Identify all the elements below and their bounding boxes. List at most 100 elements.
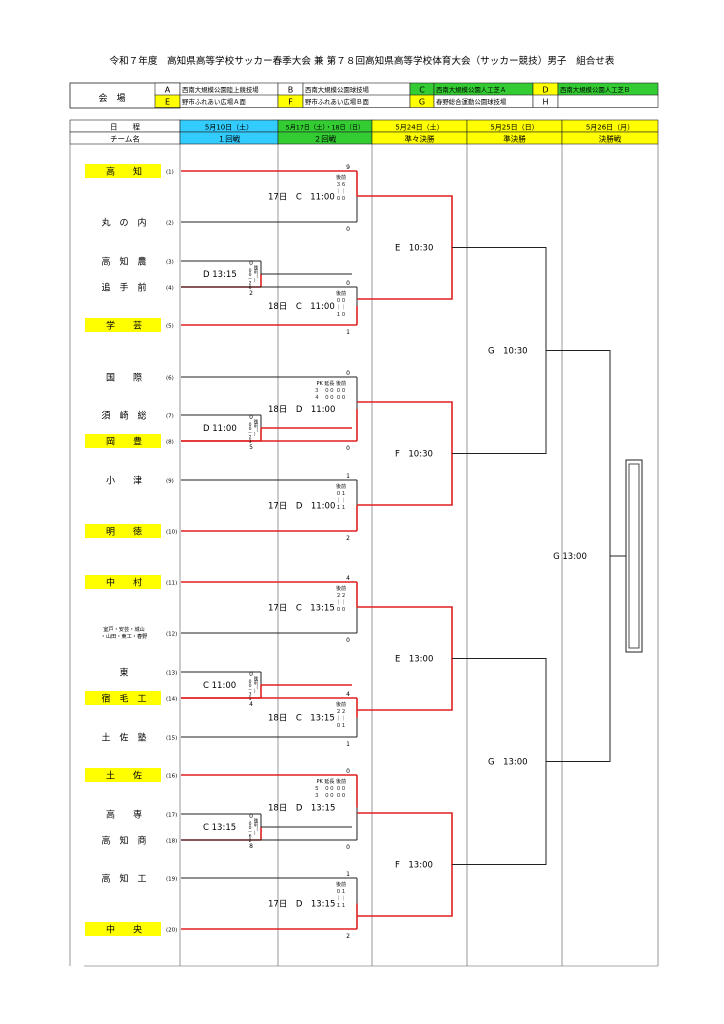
team-name: 学 芸 [106,320,142,332]
r2-detail: 後前 [336,290,346,297]
round-date: 5月10日（土） [205,123,253,132]
round-name: ２回戦 [314,134,337,144]
r1-match-label: D 11:00 [203,424,237,434]
r1-detail: 0 [249,683,252,689]
team-name: 宿 毛 工 [101,693,146,705]
team-name: 中 央 [106,924,142,936]
seed-highlight [85,434,161,448]
r2-detail: ００ [336,196,346,202]
team-name-line: 室戸・安芸・城山 [103,625,145,633]
team-name: 土 佐 塾 [101,732,146,744]
team-name: 高 知 農 [101,256,146,268]
team-name: 高 知 工 [101,873,146,885]
r2-detail: ｜｜ [336,896,346,902]
r2-score: 1 [346,473,350,480]
r1-detail: （ [254,826,259,832]
r2-match-label: 17日 D 11:00 [268,502,335,512]
r1-detail: 前 [254,268,259,275]
seed-highlight [85,164,161,178]
r1-score: 8 [249,843,253,850]
team-name: 国 際 [106,372,142,384]
r1-score: 0 [249,813,253,820]
team-number: (20) [166,928,177,934]
venue-name: 西南大規模公園陸上競技場 [182,85,259,94]
team-number: (7) [166,414,174,420]
r1-detail: （ [254,427,259,433]
r1-detail: － [248,830,253,835]
r2-match-label: 18日 D 13:15 [268,804,335,814]
r1-score: 0 [249,671,253,678]
trophy-inner [628,463,640,649]
r1-detail: 3 [249,439,252,445]
r2-score: 0 [346,370,350,377]
r2-score: 9 [346,164,350,171]
r2-score: 1 [346,329,350,336]
r2-detail: 後前 [336,483,346,490]
schedule-label: 日 程 [110,123,140,132]
r1-detail: （ [254,273,259,279]
r2-match-label: 18日 C 11:00 [268,302,335,312]
venue-code: D [542,86,548,95]
venue-name: 西南大規模公園球技場 [305,85,370,94]
seed-highlight [85,768,161,782]
venue-code: E [165,98,170,107]
r1-detail: 後 [254,418,259,425]
r1-score: 5 [249,444,253,451]
sf-match-label: G 10:30 [488,347,528,357]
r2-score: 1 [346,741,350,748]
page-title: 令和７年度 高知県高等学校サッカー春季大会 兼 第７８回高知県高等学校体育大会（… [110,55,615,67]
seed-highlight [85,922,161,936]
team-number: (12) [166,632,177,638]
r1-detail: 0 [249,272,252,278]
team-number: (2) [166,221,174,227]
r1-detail: 0 [249,679,252,685]
r2-detail: ３６ [336,182,346,188]
r1-score: 2 [249,290,253,297]
team-name: 高 知 商 [101,835,146,847]
r1-detail: 後 [254,675,259,682]
r2-detail: ３ ００ ００ [314,388,346,394]
r2-score: 2 [346,933,350,940]
r1-detail: 3 [249,692,252,698]
venue-code: C [419,86,425,95]
team-number: (15) [166,736,177,742]
r2-match-label: 17日 C 11:00 [268,193,335,203]
r2-detail: １０ [336,312,346,318]
r2-detail: 後前 [336,585,346,592]
team-number: (19) [166,877,177,883]
team-name: 追 手 前 [101,282,146,294]
r2-detail: ｜｜ [336,716,346,722]
team-name: 東 [119,667,128,679]
r1-detail: ） [254,689,259,695]
r1-detail: 1 [249,696,252,702]
r2-score: 2 [346,535,350,542]
r1-detail: 0 [249,821,252,827]
venue-code: H [542,98,548,107]
team-number: (9) [166,479,174,485]
venue-code: F [288,98,293,107]
r2-score: 0 [346,280,350,287]
round-name-cell [561,131,659,145]
r1-score: 0 [249,414,253,421]
r1-detail: 0 [249,285,252,291]
team-number: (17) [166,813,177,819]
r2-score: 0 [346,844,350,851]
round-date: 5月24日（土） [395,123,443,132]
team-number: (1) [166,170,174,176]
r1-detail: 0 [249,268,252,274]
round-name: 決勝戦 [599,134,622,144]
r2-match-label: 17日 C 13:15 [268,604,335,614]
r2-detail: ｜｜ [336,498,346,504]
r2-detail: ｜｜ [336,600,346,606]
venue-name: 野市ふれあい広場Ａ面 [182,97,247,106]
r1-detail: ） [254,831,259,837]
team-number: (3) [166,260,174,266]
trophy-box [625,459,643,653]
venue-name: 西南大規模公園人工芝Ｂ [560,85,630,94]
team-name: 明 徳 [106,526,142,538]
venue-name: 西南大規模公園人工芝Ａ [436,85,506,94]
r2-detail: ｜｜ [336,305,346,311]
